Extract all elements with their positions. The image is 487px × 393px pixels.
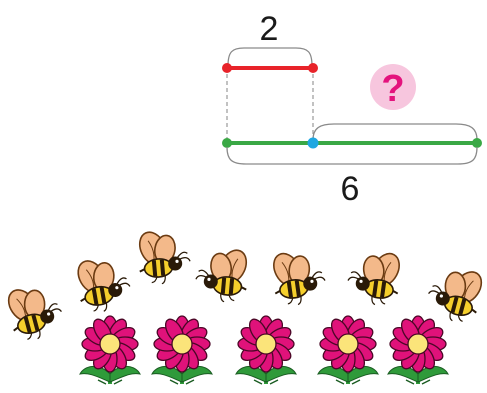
short-segment-start-dot bbox=[222, 63, 232, 73]
short-segment-end-dot bbox=[308, 63, 318, 73]
top-segment-label: 2 bbox=[260, 10, 279, 48]
long-segment-start-dot bbox=[222, 138, 232, 148]
split-point-dot bbox=[307, 137, 319, 149]
long-segment-end-dot bbox=[472, 138, 482, 148]
flower-icon bbox=[387, 315, 449, 385]
top-brace bbox=[227, 47, 313, 67]
bee-icon bbox=[70, 249, 135, 317]
question-mark: ? bbox=[381, 68, 404, 110]
bee-icon bbox=[193, 242, 253, 305]
bee-icon bbox=[0, 275, 68, 346]
flower-icon bbox=[317, 315, 379, 385]
unknown-brace bbox=[312, 123, 478, 141]
flower-icon bbox=[79, 315, 141, 385]
bottom-brace bbox=[226, 146, 478, 165]
bee-icon bbox=[133, 224, 193, 287]
bee-icon bbox=[422, 257, 487, 328]
bottom-segment-label: 6 bbox=[341, 170, 360, 208]
question-circle bbox=[370, 64, 416, 110]
bee-icon bbox=[344, 243, 407, 309]
flower-icon bbox=[151, 315, 213, 385]
bar-model-diagram: 2 ? 6 bbox=[222, 10, 482, 208]
bee-icon bbox=[266, 243, 329, 309]
flower-row bbox=[79, 315, 449, 385]
flower-icon bbox=[235, 315, 297, 385]
